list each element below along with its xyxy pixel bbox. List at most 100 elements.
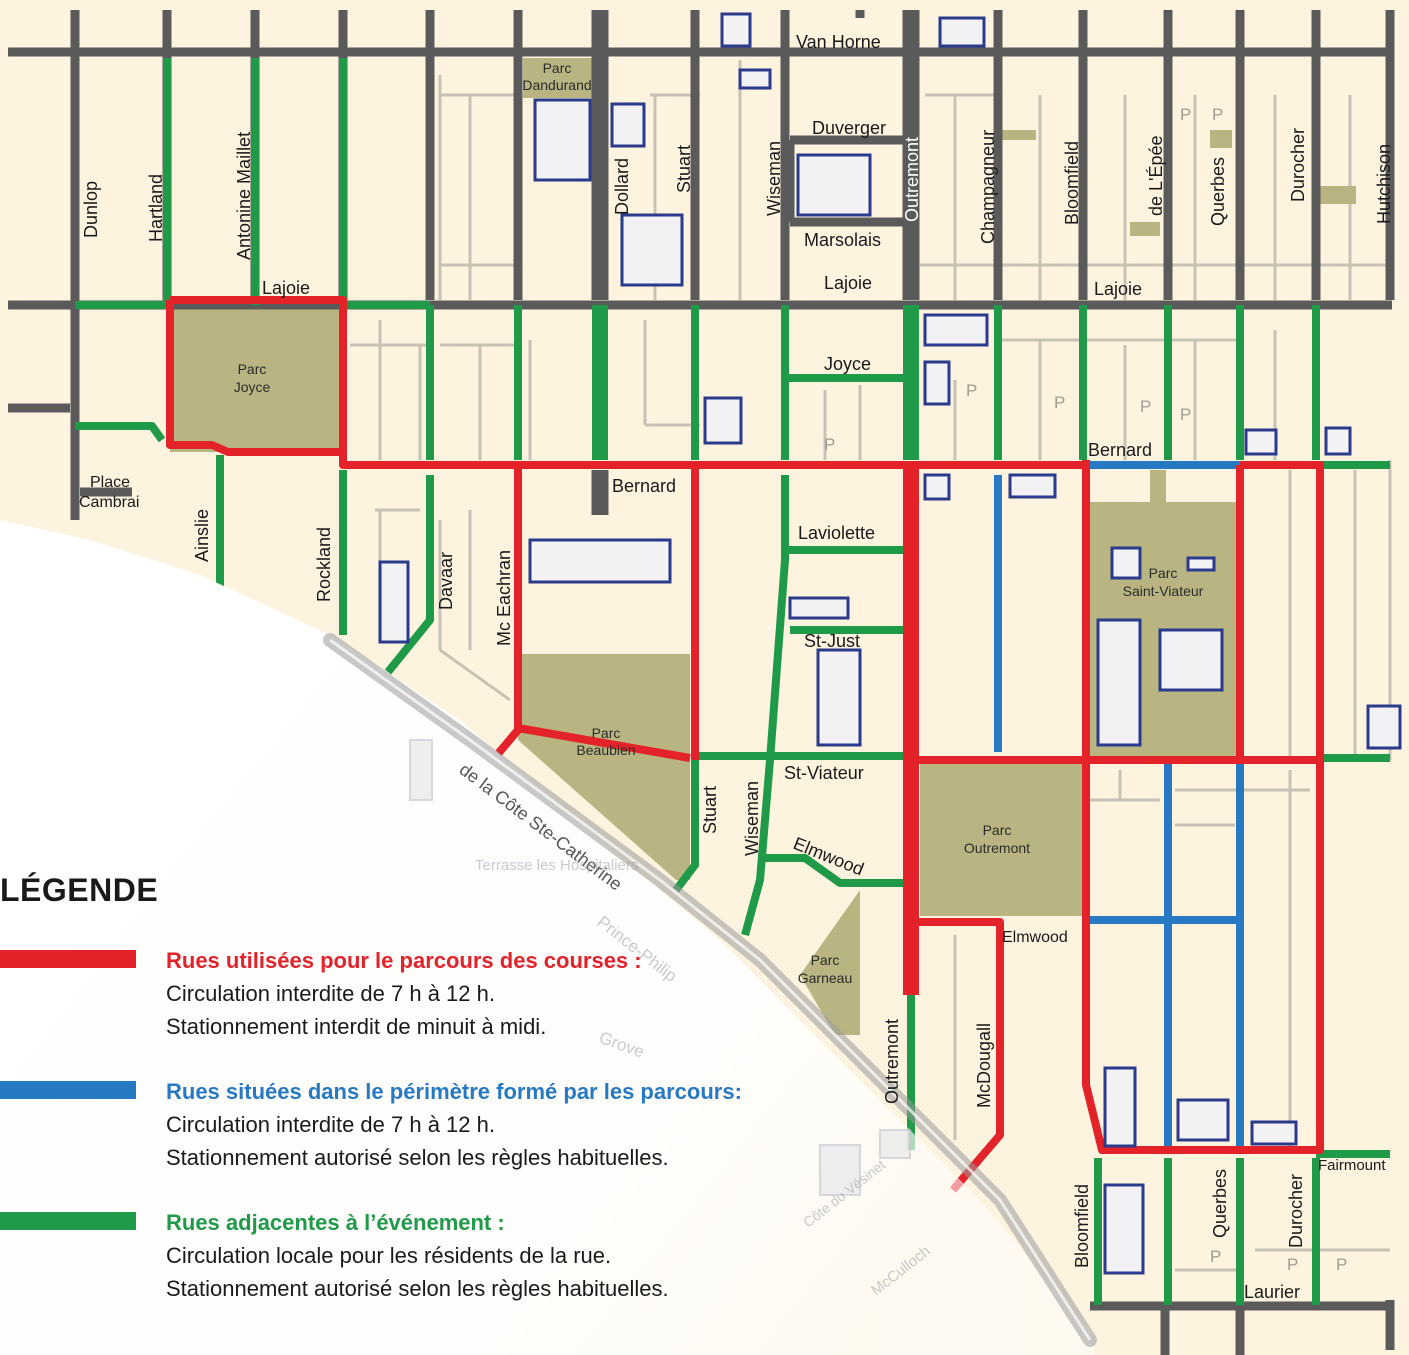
legend-line: Stationnement autorisé selon les règles … (166, 1276, 669, 1301)
legend-swatch-green (0, 1212, 136, 1230)
street-label-lajoie: Lajoie (824, 273, 872, 293)
race-route-red (166, 296, 1324, 1193)
legend-text-blue: Rues situées dans le périmètre formé par… (166, 1075, 742, 1174)
street-label-stuart: Stuart (674, 145, 694, 193)
buildings (378, 12, 1402, 1275)
wide-gray-streets (591, 10, 920, 515)
street-label-durocher: Durocher (1288, 128, 1308, 202)
park-label: Parc (592, 725, 621, 741)
street-label-terrasse: Terrasse les Hospitaliers (475, 857, 638, 874)
street-label-laurier: Laurier (1244, 1282, 1300, 1302)
street-label-outremont: Outremont (902, 137, 922, 222)
faint-buildings (409, 739, 911, 1196)
park-strip-3 (1210, 130, 1232, 148)
park-label: Parc (238, 361, 267, 377)
street-label-bloomfield: Bloomfield (1072, 1184, 1092, 1268)
parking-symbol: P (1212, 105, 1223, 124)
street-label-querbes: Querbes (1210, 1169, 1230, 1238)
street-label-duverger: Duverger (812, 118, 886, 138)
street-label-hartland: Hartland (146, 174, 166, 242)
park-strip-4 (1320, 186, 1356, 204)
legend-title: LÉGENDE (0, 872, 159, 908)
park-garneau (800, 890, 860, 1035)
street-label-st-viateur: St-Viateur (784, 763, 864, 783)
parking-symbol: P (966, 381, 977, 400)
legend-text-green: Rues adjacentes à l’événement : Circulat… (166, 1206, 669, 1305)
legend-swatch-blue (0, 1081, 136, 1099)
legend-line: Stationnement interdit de minuit à midi. (166, 1014, 547, 1039)
street-label-mcdougall: McDougall (974, 1023, 994, 1108)
street-label-davaar: Davaar (436, 552, 456, 610)
street-label-lajoie: Lajoie (262, 278, 310, 298)
street-label-laviolette: Laviolette (798, 523, 875, 543)
park-outremont (920, 764, 1082, 916)
parking-symbol: P (1210, 1247, 1221, 1266)
legend-line: Stationnement autorisé selon les règles … (166, 1145, 669, 1170)
park-label: Parc (811, 952, 840, 968)
street-label-elmwood: Elmwood (1002, 929, 1068, 946)
legend-text-red: Rues utilisées pour le parcours des cour… (166, 944, 642, 1043)
street-label-ainslie: Ainslie (192, 509, 212, 562)
street-label-dunlop: Dunlop (81, 181, 101, 238)
street-label-hutchison: Hutchison (1374, 144, 1394, 224)
park-label: Parc (543, 60, 572, 76)
park-strip-1 (1000, 130, 1036, 140)
street-label-outremont: Outremont (882, 1019, 902, 1104)
park-label: Garneau (798, 970, 852, 986)
parking-symbol: P (1336, 1255, 1347, 1274)
street-label-mc-eachran: Mc Eachran (494, 550, 514, 646)
cote-ste-catherine-road-edge (329, 638, 1092, 1341)
perimeter-streets-blue (994, 461, 1244, 1150)
parking-symbol: P (1054, 393, 1065, 412)
park-strip-2 (1130, 222, 1160, 236)
adjacent-streets-green (75, 58, 1390, 1305)
park-labels: Parc Dandurand Parc Joyce Parc Beaubien … (234, 60, 1204, 986)
park-strip-5 (1150, 470, 1166, 502)
park-label: Parc (983, 822, 1012, 838)
local-lanes (350, 60, 1392, 1272)
park-label: Dandurand (522, 77, 591, 93)
parking-symbol: P (824, 435, 835, 454)
park-label: Beaubien (576, 742, 635, 758)
legend-swatch-red (0, 950, 136, 968)
park-joyce (170, 306, 343, 452)
legend-heading-red: Rues utilisées pour le parcours des cour… (166, 948, 642, 973)
street-label-joyce: Joyce (824, 354, 871, 374)
street-label-querbes: Querbes (1208, 157, 1228, 226)
vertical-street-labels: Dunlop Hartland Antonine Maillet Dollard… (81, 128, 1394, 1268)
legend: LÉGENDE Rues utilisées pour le parcours … (0, 870, 860, 1310)
legend-heading-green: Rues adjacentes à l’événement : (166, 1210, 505, 1235)
legend-line: Circulation interdite de 7 h à 12 h. (166, 1112, 495, 1137)
street-label-cambrai: Cambrai (79, 494, 139, 511)
parking-symbol: P (1180, 105, 1191, 124)
park-label: Outremont (964, 840, 1030, 856)
street-label-wiseman: Wiseman (764, 141, 784, 216)
street-label-champagneur: Champagneur (978, 130, 998, 244)
street-label-bernard: Bernard (612, 476, 676, 496)
street-label-antonine-maillet: Antonine Maillet (234, 132, 254, 260)
street-label-st-just: St-Just (804, 631, 860, 651)
street-label-bernard: Bernard (1088, 440, 1152, 460)
parking-symbol: P (1287, 1255, 1298, 1274)
street-label-durocher: Durocher (1286, 1174, 1306, 1248)
street-label-lajoie: Lajoie (1094, 279, 1142, 299)
street-label-dollard: Dollard (612, 158, 632, 215)
wide-green-streets (592, 305, 919, 460)
parking-symbol: P (1180, 405, 1191, 424)
park-label: Parc (1149, 565, 1178, 581)
street-label-place: Place (90, 474, 130, 491)
legend-line: Circulation interdite de 7 h à 12 h. (166, 981, 495, 1006)
park-label: Joyce (234, 379, 271, 395)
street-label-rockland: Rockland (314, 527, 334, 602)
parking-symbols: P P P P P P P P P P (824, 105, 1347, 1274)
legend-line: Circulation locale pour les résidents de… (166, 1243, 612, 1268)
street-label-marsolais: Marsolais (804, 230, 881, 250)
park-beaubien (518, 654, 690, 880)
street-label-fairmount: Fairmount (1318, 1157, 1386, 1174)
street-label-bloomfield: Bloomfield (1062, 141, 1082, 225)
park-label: Saint-Viateur (1123, 583, 1204, 599)
street-label-wiseman: Wiseman (742, 781, 762, 856)
street-label-van-horne: Van Horne (796, 32, 881, 52)
street-label-stuart: Stuart (700, 786, 720, 834)
